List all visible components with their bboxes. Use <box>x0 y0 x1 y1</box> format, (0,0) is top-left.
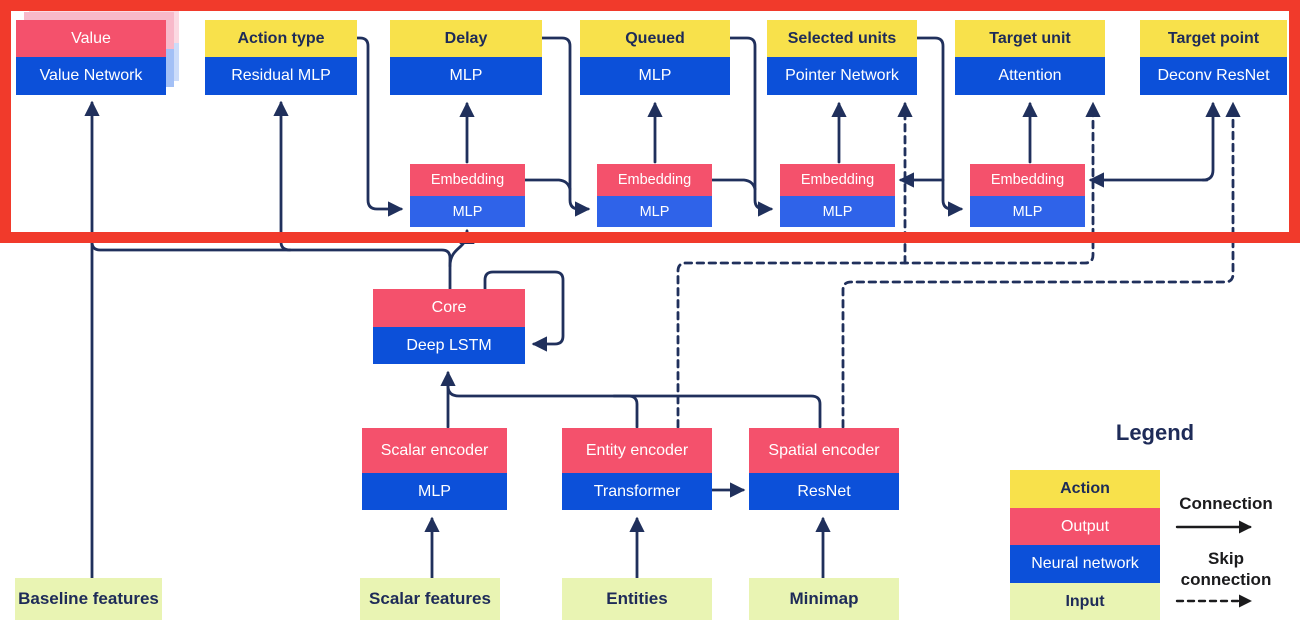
input-entities: Entities <box>562 578 712 620</box>
legend-connection-label: Connection <box>1179 494 1273 513</box>
conn-delay-to-embedding2 <box>540 36 591 217</box>
embedding2-mlp-label: MLP <box>597 196 712 227</box>
queued-mlp-label: MLP <box>580 57 730 95</box>
embedding1-mlp-label: MLP <box>410 196 525 227</box>
spatial-encoder-label: Spatial encoder <box>749 428 899 473</box>
entity-encoder-label: Entity encoder <box>562 428 712 473</box>
block-entity-encoder: Entity encoder Transformer <box>562 428 712 510</box>
legend-title: Legend <box>1115 420 1195 445</box>
embedding3-label: Embedding <box>780 164 895 196</box>
target-unit-label: Target unit <box>955 20 1105 57</box>
input-minimap: Minimap <box>749 578 899 620</box>
legend-output-label: Output <box>1010 508 1160 545</box>
resnet-label: ResNet <box>749 473 899 510</box>
block-spatial-encoder: Spatial encoder ResNet <box>749 428 899 510</box>
block-delay: Delay MLP <box>390 20 542 95</box>
conn-action-type-to-embedding1 <box>355 36 404 217</box>
conn-core-output-bus <box>90 240 452 291</box>
block-value: Value Value Network <box>16 20 166 95</box>
conn-core-self-loop <box>483 270 565 352</box>
queued-label: Queued <box>580 20 730 57</box>
value-network-label: Value Network <box>16 57 166 95</box>
selected-units-label: Selected units <box>767 20 917 57</box>
block-embedding-4: Embedding MLP <box>970 164 1085 227</box>
block-scalar-encoder: Scalar encoder MLP <box>362 428 507 510</box>
legend-input-label: Input <box>1010 583 1160 620</box>
conn-spatial-encoder-to-core <box>446 377 822 429</box>
block-embedding-1: Embedding MLP <box>410 164 525 227</box>
embedding2-label: Embedding <box>597 164 712 196</box>
embedding4-label: Embedding <box>970 164 1085 196</box>
input-baseline-features: Baseline features <box>15 578 162 620</box>
block-target-point: Target point Deconv ResNet <box>1140 20 1287 95</box>
conn-entity-encoder-to-core <box>612 394 639 429</box>
legend-action-label: Action <box>1010 470 1160 508</box>
conn-core-to-residual-mlp <box>273 100 292 252</box>
conn-core-to-embedding1 <box>448 228 475 268</box>
block-selected-units: Selected units Pointer Network <box>767 20 917 95</box>
attention-label: Attention <box>955 57 1105 95</box>
legend-swatches: Action Output Neural network Input <box>1010 470 1160 620</box>
conn-queued-to-embedding3 <box>728 36 774 217</box>
block-queued: Queued MLP <box>580 20 730 95</box>
transformer-label: Transformer <box>562 473 712 510</box>
embedding1-label: Embedding <box>410 164 525 196</box>
conn-embedding1-to-embedding2-join <box>523 178 572 191</box>
target-point-label: Target point <box>1140 20 1287 57</box>
value-output-label: Value <box>16 20 166 57</box>
conn-selected-units-to-embedding4 <box>915 36 964 217</box>
scalar-encoder-mlp-label: MLP <box>362 473 507 510</box>
delay-mlp-label: MLP <box>390 57 542 95</box>
conn-embedding4-to-deconv-resnet <box>1201 101 1221 182</box>
action-type-label: Action type <box>205 20 357 57</box>
block-action-type: Action type Residual MLP <box>205 20 357 95</box>
legend-skip-connection-label: Skip connection <box>1180 549 1272 589</box>
residual-mlp-label: Residual MLP <box>205 57 357 95</box>
block-embedding-3: Embedding MLP <box>780 164 895 227</box>
embedding4-mlp-label: MLP <box>970 196 1085 227</box>
core-label: Core <box>373 289 525 327</box>
scalar-encoder-label: Scalar encoder <box>362 428 507 473</box>
pointer-network-label: Pointer Network <box>767 57 917 95</box>
block-target-unit: Target unit Attention <box>955 20 1105 95</box>
skip-spatial-encoder-to-deconv-resnet <box>841 101 1241 429</box>
delay-label: Delay <box>390 20 542 57</box>
input-scalar-features: Scalar features <box>360 578 500 620</box>
block-embedding-2: Embedding MLP <box>597 164 712 227</box>
legend-neural-network-label: Neural network <box>1010 545 1160 583</box>
block-core: Core Deep LSTM <box>373 289 525 364</box>
embedding3-mlp-label: MLP <box>780 196 895 227</box>
skip-entity-encoder-to-attention <box>676 101 1101 429</box>
deep-lstm-label: Deep LSTM <box>373 327 525 364</box>
deconv-resnet-label: Deconv ResNet <box>1140 57 1287 95</box>
conn-embedding2-to-embedding3-join <box>710 178 757 191</box>
